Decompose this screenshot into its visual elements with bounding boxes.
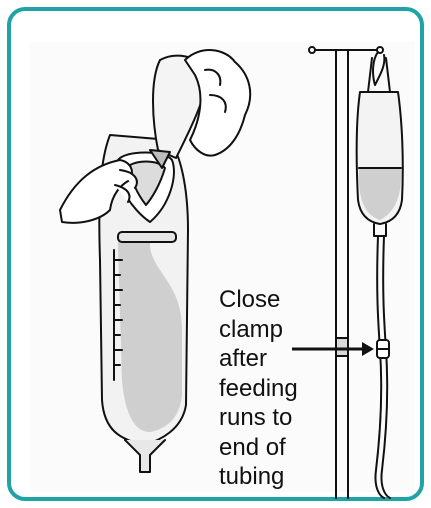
roller-clamp-icon <box>377 340 389 358</box>
caption-text: Close clamp after feeding runs to end of… <box>219 285 329 492</box>
